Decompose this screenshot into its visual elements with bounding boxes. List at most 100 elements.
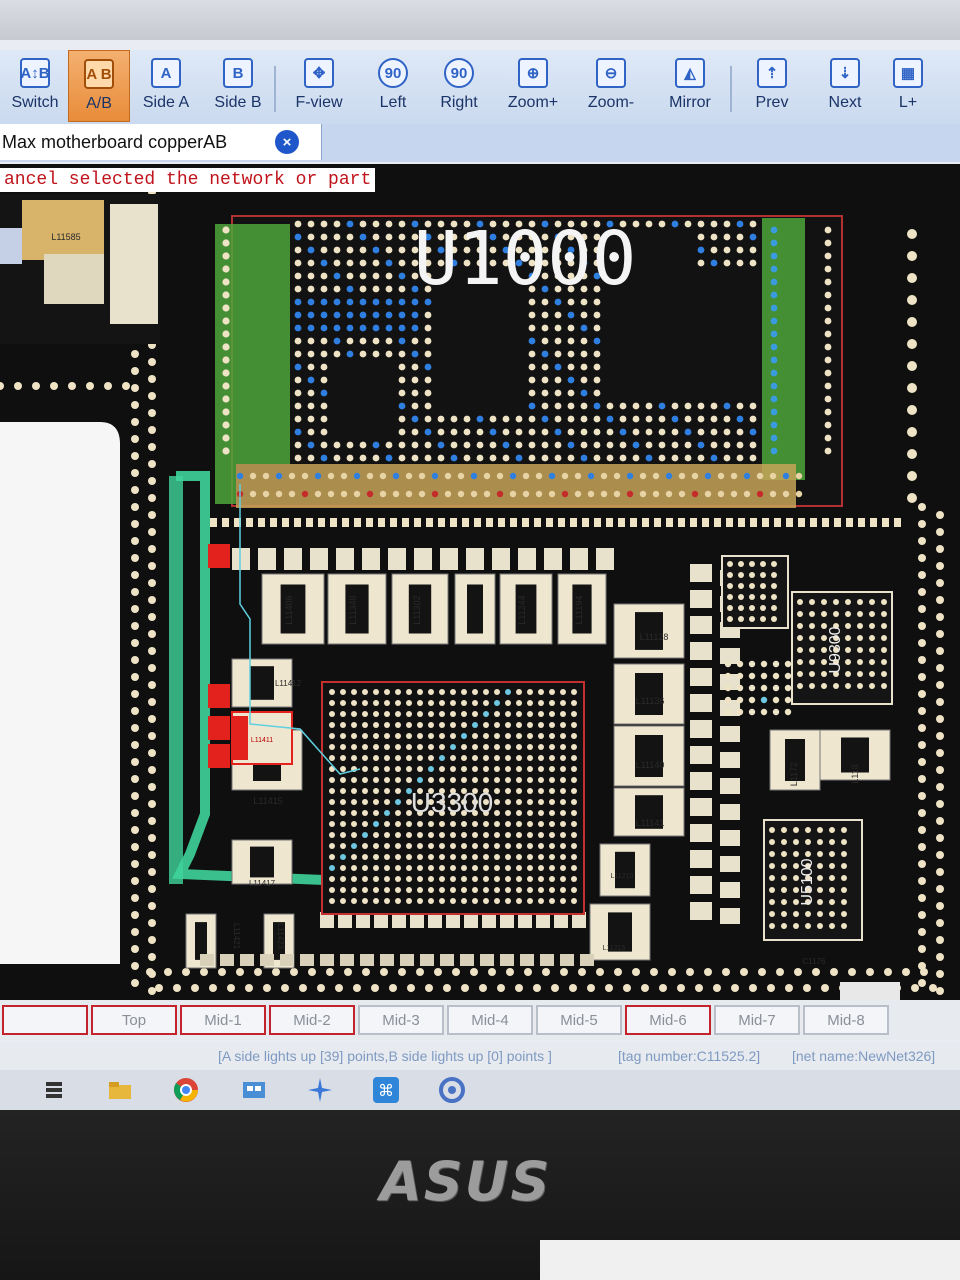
close-icon[interactable]: ×: [275, 130, 299, 154]
bga-ball: [541, 311, 549, 319]
settings-ring-icon[interactable]: [436, 1074, 468, 1106]
bga-ball: [538, 700, 544, 706]
row-pad: [222, 518, 229, 527]
edge-pad: [245, 984, 253, 992]
bga-ball: [417, 755, 423, 761]
edge-pad: [918, 520, 926, 528]
bga-ball: [593, 324, 601, 332]
star-app-icon[interactable]: [304, 1074, 336, 1106]
bga-ball: [398, 311, 406, 319]
inductor-core: [250, 846, 274, 878]
layer-tab-all[interactable]: [2, 1005, 88, 1035]
edge-pad: [918, 656, 926, 664]
bga-ball: [560, 700, 566, 706]
file-explorer-icon[interactable]: [104, 1074, 136, 1106]
bga-ball: [727, 561, 733, 567]
edge-pad: [200, 968, 208, 976]
bga-ball: [760, 672, 768, 680]
layer-tab-mid-3[interactable]: Mid-3: [358, 1005, 444, 1035]
bga-ball: [307, 233, 315, 241]
layer-tab-mid-1[interactable]: Mid-1: [180, 1005, 266, 1035]
edge-pad: [131, 741, 139, 749]
layer-tab-mid-2[interactable]: Mid-2: [269, 1005, 355, 1035]
bga-ball: [619, 454, 627, 462]
bga-ball: [294, 285, 302, 293]
store-icon[interactable]: [238, 1074, 270, 1106]
edge-pad: [131, 486, 139, 494]
board-viewer-icon[interactable]: ⌘: [370, 1074, 402, 1106]
bga-ball: [727, 605, 733, 611]
bga-ball: [483, 766, 489, 772]
bga-ball: [527, 843, 533, 849]
bga-ball: [567, 389, 575, 397]
edge-pad: [929, 984, 937, 992]
toolbar-button-lplus[interactable]: ▦L+: [878, 50, 938, 122]
bga-ball: [384, 821, 390, 827]
bga-ball: [222, 343, 230, 351]
row-pad: [630, 518, 637, 527]
edge-pad: [148, 511, 156, 519]
bga-ball: [817, 863, 823, 869]
bga-ball: [333, 220, 341, 228]
row-pad: [510, 518, 517, 527]
edge-pad: [936, 902, 944, 910]
bga-ball: [658, 402, 666, 410]
bga-ball: [494, 832, 500, 838]
bga-ball: [805, 899, 811, 905]
toolbar-button-prev[interactable]: ⇡Prev: [732, 50, 812, 122]
layer-tab-mid-8[interactable]: Mid-8: [803, 1005, 889, 1035]
toolbar-button-next[interactable]: ⇣Next: [812, 50, 878, 122]
bga-ball: [560, 821, 566, 827]
bga-ball: [770, 239, 778, 247]
edge-pad: [578, 968, 586, 976]
bga-ball: [541, 337, 549, 345]
bga-ball: [535, 472, 543, 480]
bga-ball: [431, 490, 439, 498]
edge-pad: [794, 968, 802, 976]
bga-ball: [541, 441, 549, 449]
bga-ball: [717, 472, 725, 480]
bga-ball: [527, 755, 533, 761]
layer-tab-mid-5[interactable]: Mid-5: [536, 1005, 622, 1035]
toolbar-button-mirror[interactable]: ◭Mirror: [650, 50, 730, 122]
chrome-icon[interactable]: [170, 1074, 202, 1106]
bga-ball: [395, 755, 401, 761]
layer-tab-mid-4[interactable]: Mid-4: [447, 1005, 533, 1035]
row-pad: [690, 518, 697, 527]
task-view-icon[interactable]: [38, 1074, 70, 1106]
bga-ball: [428, 898, 434, 904]
edge-pad: [596, 968, 604, 976]
bga-ball: [494, 700, 500, 706]
bga-ball: [749, 259, 757, 267]
bga-ball: [395, 821, 401, 827]
bga-ball: [784, 660, 792, 668]
bga-ball: [406, 865, 412, 871]
bga-ball: [340, 788, 346, 794]
layer-tab-mid-6[interactable]: Mid-6: [625, 1005, 711, 1035]
layer-tab-top[interactable]: Top: [91, 1005, 177, 1035]
bga-ball: [538, 821, 544, 827]
toolbar-button-zoomplus[interactable]: ⊖Zoom-: [572, 50, 650, 122]
edge-pad: [68, 382, 76, 390]
passive: [690, 746, 712, 764]
bga-ball: [554, 337, 562, 345]
bga-ball: [294, 298, 302, 306]
row-pad: [270, 518, 277, 527]
document-tab[interactable]: Max motherboard copperAB ×: [0, 124, 322, 160]
toolbar-button-zoomplus[interactable]: ⊕Zoom+: [494, 50, 572, 122]
bga-ball: [821, 635, 827, 641]
toolbar-button-f-view[interactable]: ✥F-view: [276, 50, 362, 122]
bga-ball: [613, 472, 621, 480]
edge-pad: [326, 968, 334, 976]
bga-ball: [398, 246, 406, 254]
layer-tab-mid-7[interactable]: Mid-7: [714, 1005, 800, 1035]
rotate-left-icon: 90: [378, 58, 408, 88]
